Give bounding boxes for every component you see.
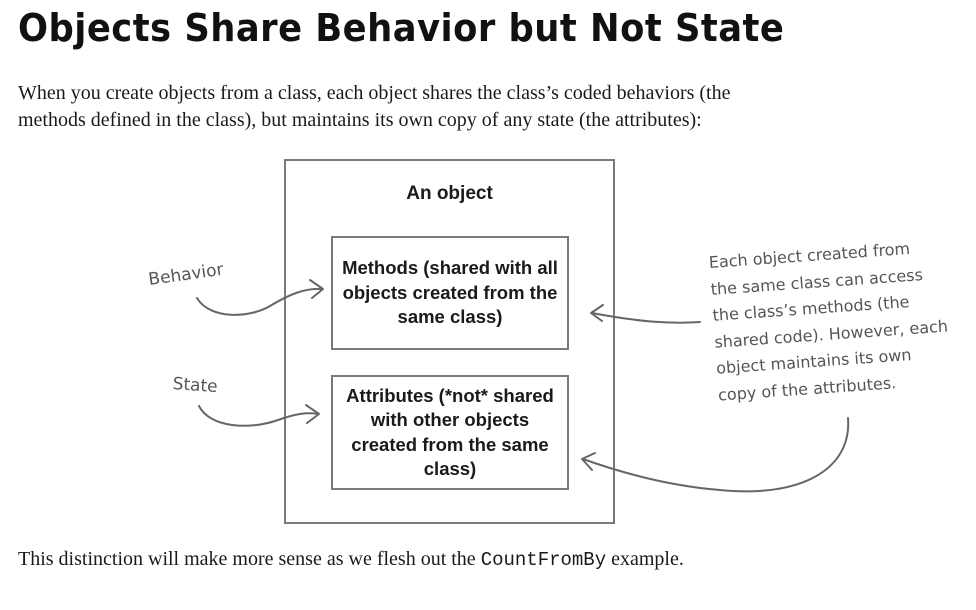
side-note: Each object created from the same class … — [708, 232, 976, 409]
object-box-label: An object — [406, 183, 493, 204]
attributes-box-label: Attributes (*not* shared with other obje… — [346, 384, 554, 480]
closing-text-end: example. — [606, 548, 684, 570]
state-annotation: State — [172, 374, 219, 398]
methods-box: Methods (shared with all objects created… — [331, 236, 569, 350]
closing-text: This distinction will make more sense as… — [18, 548, 481, 570]
attributes-box: Attributes (*not* shared with other obje… — [331, 375, 569, 490]
intro-paragraph: When you create objects from a class, ea… — [18, 82, 731, 131]
code-identifier: CountFromBy — [480, 549, 607, 571]
methods-box-label: Methods (shared with all objects created… — [342, 257, 558, 328]
object-box: An object — [284, 159, 615, 524]
page-title: Objects Share Behavior but Not State — [18, 6, 785, 50]
behavior-annotation: Behavior — [147, 259, 225, 290]
note-to-attributes-arrow — [582, 417, 850, 493]
closing-paragraph: This distinction will make more sense as… — [18, 546, 684, 573]
